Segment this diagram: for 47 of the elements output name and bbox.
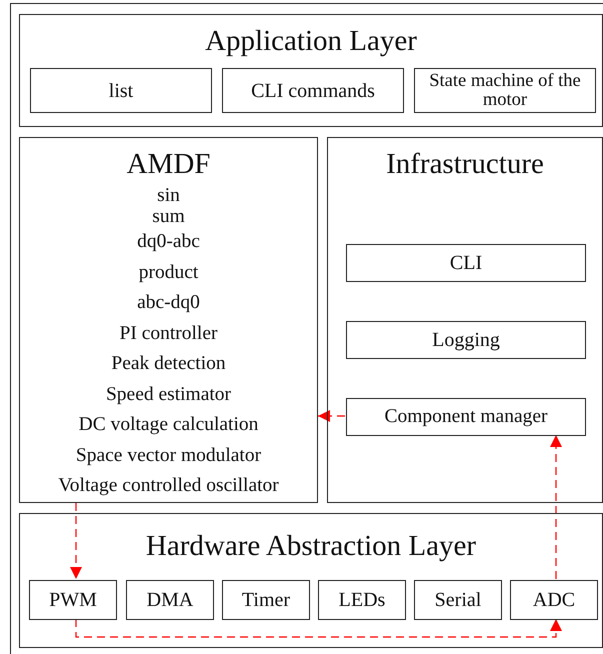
function-name: sum (152, 206, 185, 227)
dashed-arrow (550, 435, 562, 579)
function-name: sin (157, 185, 180, 206)
module-box (414, 68, 596, 113)
module-label: DMA (146, 590, 194, 610)
function-name: DC voltage calculation (78, 413, 258, 437)
dashed-arrow (318, 410, 345, 422)
module-label: Serial (434, 590, 482, 610)
module-label: Component manager (384, 407, 548, 427)
module-box (346, 398, 586, 436)
module-box (222, 68, 404, 113)
module-box (346, 321, 586, 359)
module-box (414, 580, 502, 620)
module-box (510, 580, 598, 620)
layer-title: Hardware Abstraction Layer (146, 532, 476, 561)
module-label: list (108, 80, 134, 100)
dashed-arrow (70, 503, 82, 579)
module-label: Timer (240, 590, 292, 610)
module-box (346, 244, 586, 282)
module-label: Logging (431, 330, 501, 350)
dashed-arrow (75, 619, 562, 638)
layer-panel (19, 14, 603, 127)
module-box (318, 580, 406, 620)
function-name: PI controller (119, 322, 218, 346)
layer-panel (327, 137, 603, 503)
layer-title: Infrastructure (386, 150, 544, 179)
function-name: product (138, 260, 198, 284)
module-label: CLI commands (250, 80, 376, 100)
module-box (30, 68, 212, 113)
module-box (126, 580, 214, 620)
function-name: dq0-abc (137, 230, 200, 254)
layer-title: AMDF (126, 150, 210, 179)
module-box (222, 580, 310, 620)
module-label: LEDs (338, 590, 386, 610)
layer-panel (19, 137, 318, 503)
function-name: Space vector modulator (76, 444, 262, 468)
module-label: PWM (48, 590, 98, 610)
module-label: ADC (532, 590, 576, 610)
module-label: State machine of the motor (428, 72, 582, 109)
module-box (29, 580, 117, 620)
module-label: CLI (448, 253, 484, 273)
function-name: Peak detection (111, 352, 226, 376)
layer-panel (19, 513, 603, 648)
function-name: abc-dq0 (137, 291, 200, 315)
layer-title: Application Layer (205, 27, 417, 56)
function-name: Voltage controlled oscillator (58, 474, 279, 498)
function-name: Speed estimator (106, 382, 232, 406)
